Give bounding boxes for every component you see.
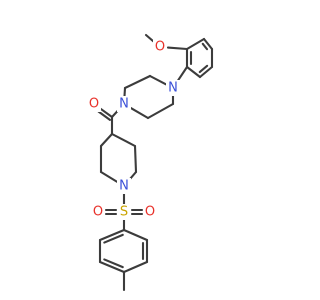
anisole-ring-double-bond	[201, 42, 209, 51]
tolyl-ring-double-bond	[103, 258, 124, 269]
piperazine-nitrogen-right-atom: N	[166, 80, 180, 96]
piperidine-ring-bond	[99, 132, 114, 148]
tolyl-ring-bond	[98, 260, 126, 274]
methoxy-oxygen-label: O	[155, 40, 165, 55]
carbonyl-double-bond	[99, 107, 114, 119]
carbonyl-oxygen-label: O	[89, 97, 99, 112]
piperidine-ring-bond	[133, 144, 138, 174]
piperazine-ring-bond	[146, 102, 175, 120]
tolyl-ring-bond	[98, 228, 126, 242]
piperidine-nitrogen-label: N	[119, 179, 129, 194]
tolyl-ring-bond	[122, 228, 149, 242]
piperazine-nitrogen-left-label: N	[119, 97, 129, 112]
piperazine-nitrogen-right-label: N	[168, 81, 178, 96]
bond-layer	[97, 33, 214, 292]
anisole-ring-bond	[185, 65, 202, 79]
piperidine-nitrogen-atom: N	[117, 178, 131, 194]
methoxy-o-aryl-bond	[166, 46, 189, 51]
sulfur-label: S	[120, 205, 128, 220]
piperidine-ring-bond	[99, 170, 119, 183]
tolyl-ring-double-bond	[103, 233, 124, 244]
piperazine-ring-bond	[148, 74, 167, 86]
anisole-ring-bond	[198, 65, 214, 79]
sulfonyl-oxygen-right-label: O	[145, 205, 155, 220]
sulfonyl-oxygen-right-atom: O	[143, 204, 157, 220]
structure-canvas: O N N O N S	[87, 33, 214, 292]
tolyl-ring-bond	[122, 260, 149, 274]
anisole-ring-bond	[202, 37, 214, 51]
methoxy-oxygen-atom: O	[153, 39, 167, 55]
methoxy-o-methyl-bond	[144, 33, 155, 43]
piperazine-ring-bond	[123, 74, 152, 90]
piperazine-nitrogen-left-atom: N	[117, 96, 131, 112]
anisole-ring-double-bond	[198, 64, 209, 74]
carbonyl-double-bond	[97, 110, 112, 121]
piperidine-ring-bond	[110, 132, 137, 148]
molecule-structure: O N N O N S	[87, 33, 214, 292]
anisole-ring-bond	[185, 37, 206, 51]
carbonyl-oxygen-atom: O	[87, 96, 101, 112]
piperazine-ring-bond	[123, 86, 127, 98]
aryl-n-bond	[176, 65, 189, 83]
sulfonyl-oxygen-left-atom: O	[91, 204, 105, 220]
sulfur-atom: S	[117, 204, 131, 220]
piperazine-ring-bond	[129, 106, 150, 120]
atom-label-layer: O N N O N S	[87, 39, 180, 220]
sulfonyl-oxygen-left-label: O	[93, 205, 103, 220]
